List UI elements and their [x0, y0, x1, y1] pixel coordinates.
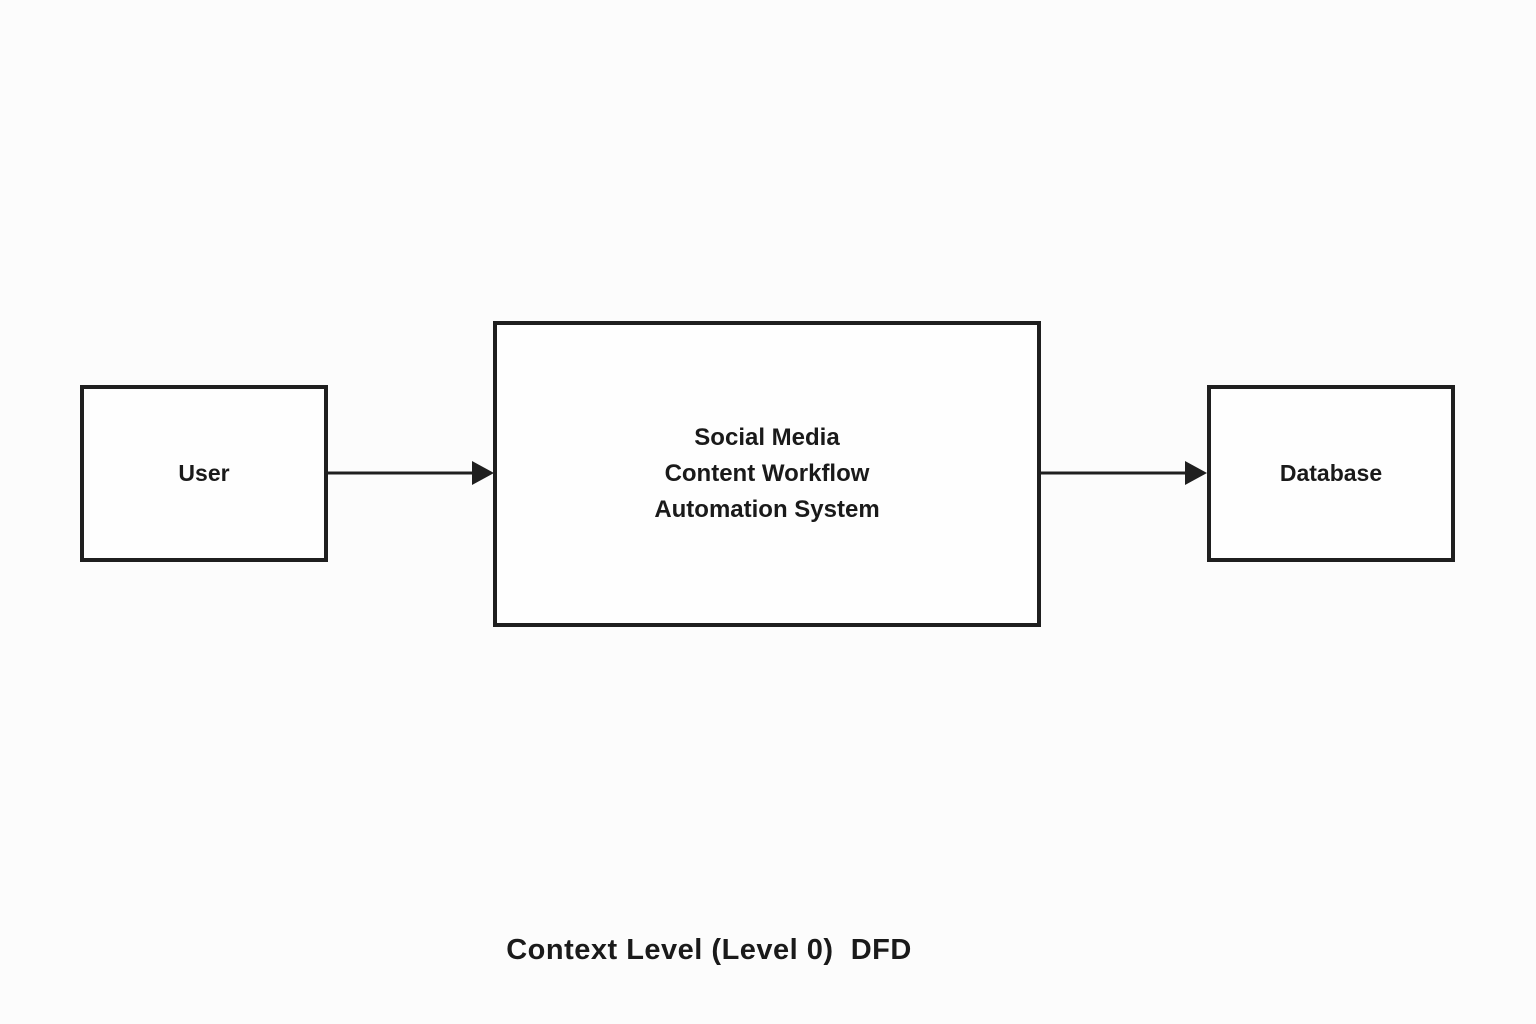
system-node-label: Social Media Content Workflow Automation… [654, 420, 879, 528]
system-label-line-2: Content Workflow [664, 460, 870, 487]
diagram-title: Context Level (Level 0) DFD [506, 934, 912, 966]
user-node-label: User [178, 460, 230, 486]
process-system-node: Social Media Content Workflow Automation… [493, 321, 1041, 627]
external-entity-user: User [80, 385, 328, 562]
arrow-system-to-database [1041, 461, 1207, 485]
system-label-line-3: Automation System [654, 496, 880, 523]
database-node-label: Database [1279, 460, 1383, 486]
arrow-user-to-system [328, 461, 494, 485]
system-label-line-1: Social Media [694, 424, 840, 451]
arrowhead-right-icon [472, 461, 494, 485]
arrowhead-right-icon [1185, 461, 1207, 485]
data-store-database: Database [1207, 385, 1455, 562]
